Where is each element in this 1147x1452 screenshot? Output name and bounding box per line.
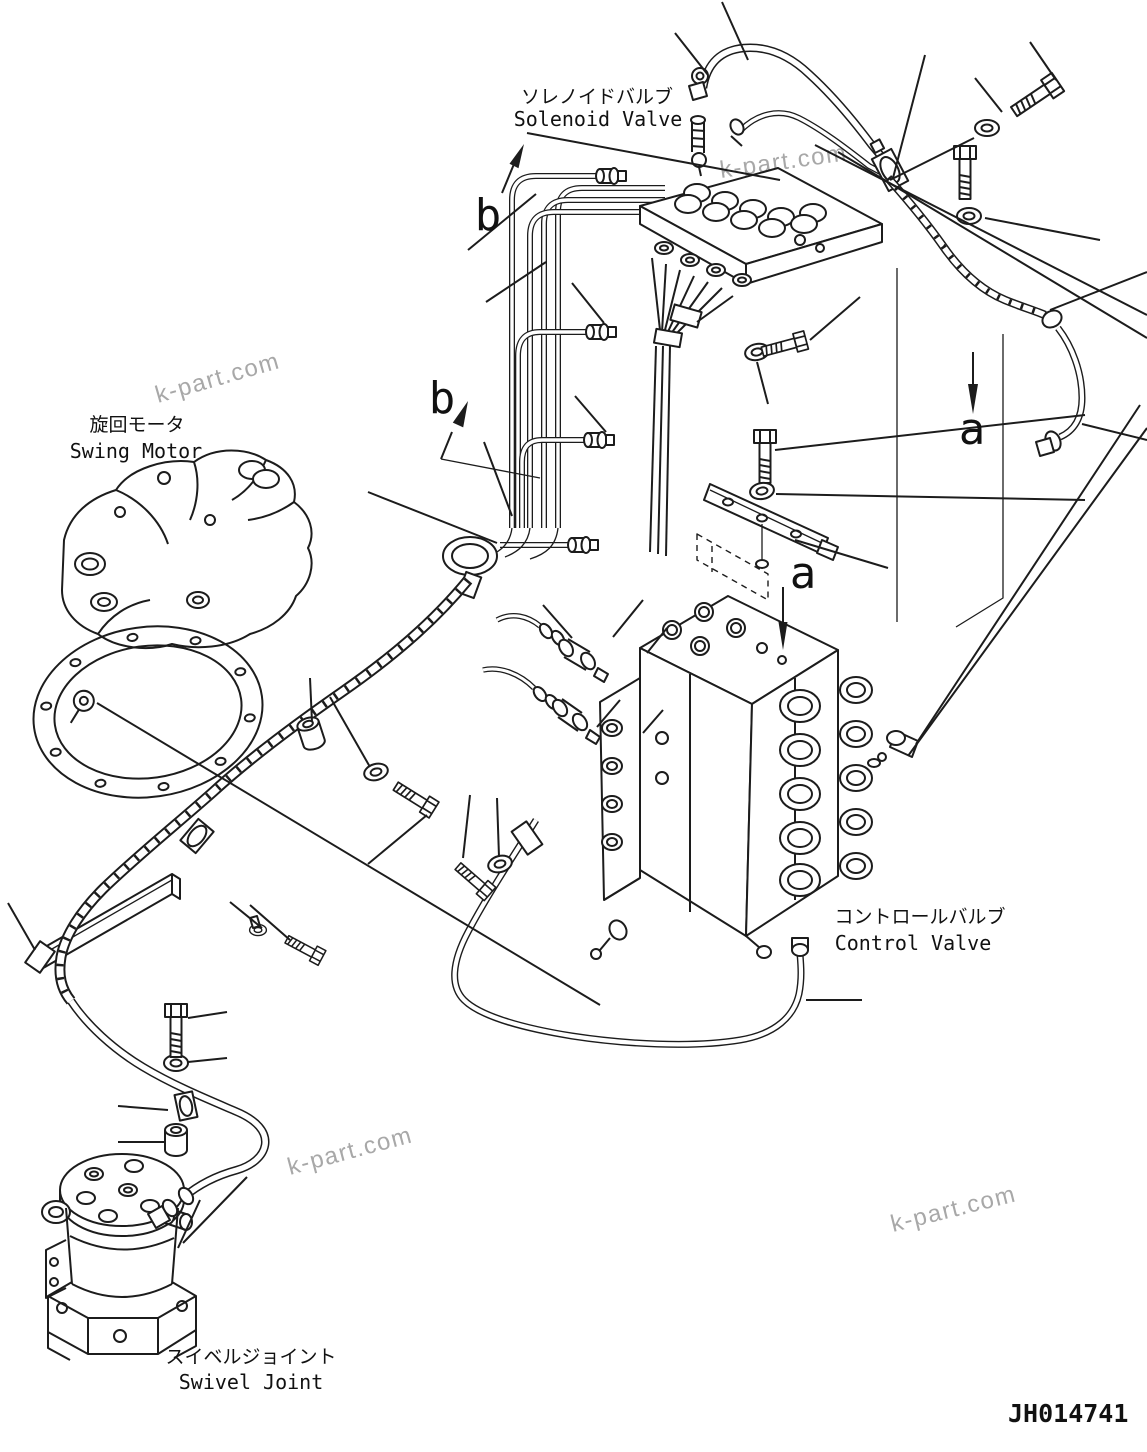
swivel-joint-label-jp: スイベルジョイント [165,1346,336,1368]
control-valve-label-jp: コントロールバルブ [834,905,1005,928]
view-b-arrowhead [452,401,468,428]
hose-clamp [24,940,56,974]
hose-clamp [173,1090,199,1122]
swivel-hose-fitting [147,1186,195,1229]
solenoid-hoses [688,43,1086,457]
control-valve-assembly [590,595,919,960]
elbow-fitting [1041,309,1063,329]
view-b-arrow-line [501,163,515,194]
solenoid-valve-label-en: Solenoid Valve [514,107,683,131]
component-labels: ソレノイドバルブ Solenoid Valve 旋回モータ Swing Moto… [70,85,1129,1428]
washer [361,760,391,784]
swivel-joint-label-en: Swivel Joint [179,1370,324,1394]
solenoid-valve-label-jp: ソレノイドバルブ [521,85,673,108]
fasteners [163,71,1066,1157]
tube-fitting [583,431,615,449]
view-b-arrow-line [440,431,453,460]
bolt [389,777,440,819]
watermark-text: k-part.com [285,1121,416,1180]
control-valve-bottom-hose [451,818,809,1048]
hose-clamp [510,820,544,856]
hose-fitting [729,118,745,136]
washer [747,480,777,502]
view-arrows [440,144,978,650]
swing-motor [32,449,313,799]
swing-motor-label-jp: 旋回モータ [89,414,184,436]
control-valve-label-en: Control Valve [835,931,992,955]
tube-fitting [567,536,599,554]
elbow-fitting [867,730,919,768]
view-b-arrowhead [509,144,524,169]
watermark-text: k-part.com [888,1181,1019,1238]
view-ref-a: a [790,548,817,599]
washer [956,207,982,225]
view-ref-b: b [475,190,502,241]
tube-fitting [595,167,627,185]
swing-motor-flange-gasket [32,625,264,799]
pilot-tubes [487,167,665,560]
pilot-bundle-clamp [652,303,703,349]
jumper-hoses [482,613,609,745]
leader-lines [7,1,1147,1249]
view-ref-a: a [959,404,986,455]
solenoid-top-fitting [690,115,707,177]
bolt [164,1003,188,1058]
bolt [753,429,777,484]
washer [974,119,1000,137]
watermark-text: k-part.com [152,347,283,408]
view-a-arrowhead [968,384,978,414]
pilot-hose-bundle [649,257,723,557]
watermarks: k-part.com k-part.com k-part.com k-part.… [152,139,1019,1237]
swing-motor-label-en: Swing Motor [70,439,202,463]
bolt [953,145,977,200]
view-ref-b: b [429,373,456,424]
view-a-arrowhead [778,622,788,650]
solenoid-valve-assembly [639,115,883,287]
spacer [164,1123,188,1157]
bolt [282,931,327,967]
tube-fitting [585,323,617,341]
hose-clamp [179,817,215,855]
drawing-number: JH014741 [1008,1399,1128,1428]
swivel-joint-assembly [41,1153,197,1361]
hose-bundle-run [24,536,498,1201]
